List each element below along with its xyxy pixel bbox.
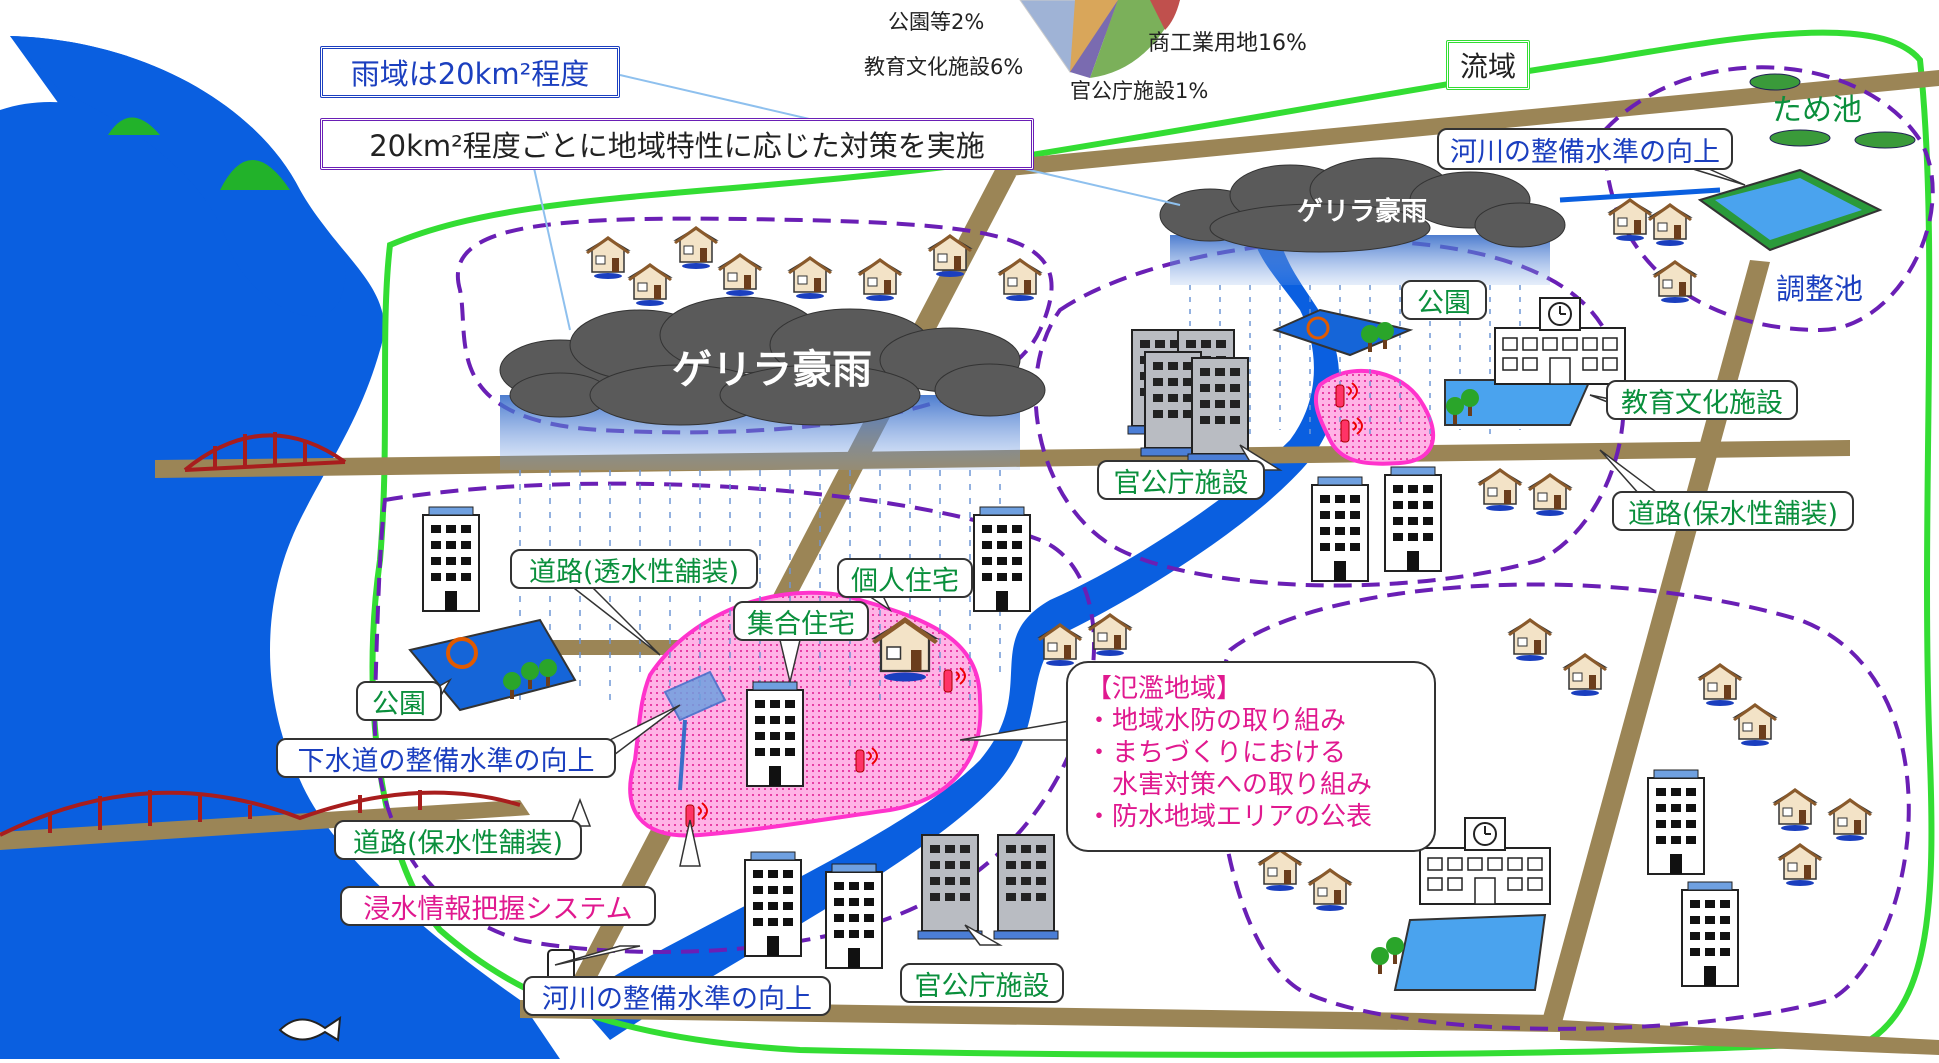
road-water-bottom-label: 道路(保水性舗装)	[334, 820, 582, 860]
hill-icon	[108, 117, 160, 135]
tameike-ponds	[1749, 73, 1916, 149]
flood-area-item: ・防水地域エリアの公表	[1086, 802, 1373, 832]
leader-lines	[529, 74, 1181, 331]
road-permeable-label: 道路(透水性舗装)	[510, 549, 758, 589]
gov-top-label: 官公庁施設	[1097, 460, 1265, 500]
education-pool-top	[1444, 379, 1592, 426]
basin-box: 流域	[1446, 40, 1530, 90]
education-label: 教育文化施設	[1606, 380, 1798, 420]
rain-area-box: 雨域は20km²程度	[320, 46, 620, 98]
cloud-right	[1159, 157, 1566, 253]
flood-info-label: 浸水情報把握システム	[340, 886, 656, 926]
hill-icon	[220, 160, 290, 190]
park-left-label: 公園	[356, 681, 442, 721]
private-house-label: 個人住宅	[837, 558, 973, 598]
land-use-pie	[1019, 0, 1180, 78]
sewer-improve-label: 下水道の整備水準の向上	[276, 738, 616, 778]
main-river	[0, 36, 560, 1059]
flood-area-item: ・まちづくりにおける	[1086, 738, 1347, 768]
cloud-left	[499, 296, 1046, 426]
pie-label-government: 官公庁施設1%	[1070, 79, 1209, 103]
regulating-pond	[1697, 168, 1883, 252]
sewer-tank	[663, 670, 727, 791]
park-top-label: 公園	[1401, 280, 1487, 320]
guerrilla-rain-left: ゲリラ豪雨	[672, 347, 872, 393]
flood-area-title: 【氾濫地域】	[1086, 674, 1243, 704]
pie-label-commercial: 商工業用地16%	[1148, 31, 1307, 56]
measures-box: 20km²程度ごとに地域特性に応じた対策を実施	[320, 118, 1034, 170]
park-top	[1272, 308, 1414, 357]
education-pool-bottom	[1371, 913, 1547, 991]
flood-area-callout: 【氾濫地域】 ・地域水防の取り組み ・まちづくりにおける 水害対策への取り組み …	[1066, 661, 1436, 852]
river-improve-bottom-label: 河川の整備水準の向上	[523, 976, 831, 1016]
pie-label-education: 教育文化施設6%	[864, 55, 1024, 79]
tameike-label: ため池	[1772, 93, 1862, 128]
guerrilla-rain-right: ゲリラ豪雨	[1297, 197, 1428, 227]
gov-bottom-label: 官公庁施設	[900, 963, 1064, 1003]
pie-label-park: 公園等2%	[888, 10, 985, 34]
river-improve-top-label: 河川の整備水準の向上	[1437, 128, 1733, 170]
chouseichi-label: 調整池	[1776, 272, 1864, 306]
fish-icon	[278, 1016, 342, 1042]
road-water-top-label: 道路(保水性舗装)	[1612, 491, 1854, 531]
flood-area-item: 水害対策への取り組み	[1086, 770, 1373, 800]
basin-outline	[369, 29, 1935, 1058]
tributary-river	[575, 215, 1340, 1040]
flood-area-item: ・地域水防の取り組み	[1086, 706, 1347, 736]
bridge-upper	[183, 432, 347, 472]
bridge-lower	[0, 790, 521, 837]
apartment-label: 集合住宅	[733, 601, 869, 641]
